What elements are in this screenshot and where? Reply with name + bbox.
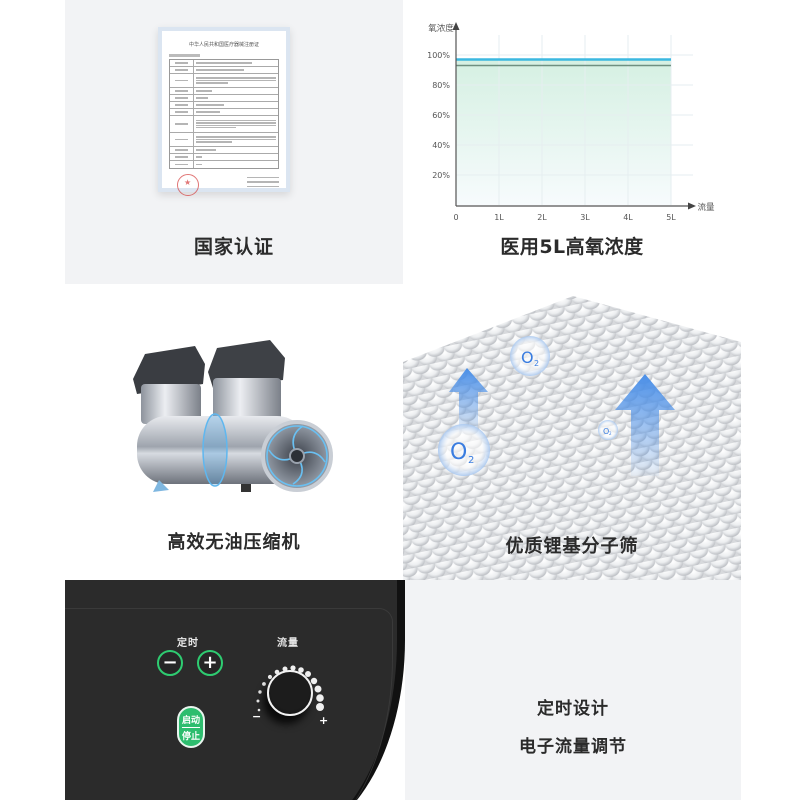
- knob-minus-symbol: −: [252, 710, 262, 723]
- timer-plus-button[interactable]: +: [197, 650, 223, 676]
- flow-scale-dots-icon: [256, 665, 324, 712]
- control-panel-image: 定时 − + 启动 停止 流量: [65, 580, 405, 800]
- svg-text:O: O: [521, 348, 534, 367]
- oxygen-concentration-chart: 氧浓度 100% 80% 60% 40% 20% 0 1L 2L 3L 4L 5…: [427, 22, 715, 222]
- oxygen-concentration-chart-panel: 氧浓度 100% 80% 60% 40% 20% 0 1L 2L 3L 4L 5…: [403, 0, 741, 284]
- device-body: 定时 − + 启动 停止 流量: [65, 580, 405, 800]
- chart-fill-area: [456, 59, 671, 205]
- svg-text:2: 2: [468, 455, 474, 466]
- x-axis-label: 流量: [697, 202, 715, 213]
- certificate-number: [169, 54, 246, 57]
- x-tick-1: 1L: [494, 213, 504, 222]
- compressor-panel: 高效无油压缩机: [65, 284, 403, 580]
- x-tick-5: 5L: [666, 213, 676, 222]
- svg-text:O: O: [603, 427, 609, 436]
- x-tick-0: 0: [453, 213, 458, 222]
- certificate-table: [169, 59, 279, 169]
- flow-label: 流量: [277, 638, 299, 649]
- molecular-sieve-panel: O 2 O 2 O 2 优质锂基分子筛: [403, 284, 741, 580]
- svg-text:2: 2: [609, 431, 612, 436]
- stop-label: 停止: [181, 731, 200, 742]
- certificate-panel: 中华人民共和国医疗器械注册证 国家认证: [65, 0, 403, 284]
- official-seal-icon: [177, 174, 199, 196]
- flow-knob[interactable]: [267, 670, 313, 716]
- o2-bubble-icon: O 2: [510, 336, 550, 376]
- timer-minus-button[interactable]: −: [157, 650, 183, 676]
- registration-certificate-image: 中华人民共和国医疗器械注册证: [158, 27, 290, 196]
- y-axis-label: 氧浓度: [428, 23, 454, 34]
- knob-plus-symbol: +: [319, 714, 329, 727]
- molecular-sieve-image: O 2 O 2 O 2: [403, 296, 741, 580]
- start-label: 启动: [181, 715, 200, 726]
- y-tick-20: 20%: [432, 171, 450, 180]
- svg-text:2: 2: [534, 359, 539, 368]
- sieve-caption: 优质锂基分子筛: [505, 536, 639, 557]
- svg-text:O: O: [450, 440, 467, 465]
- oil-free-compressor-image: [133, 340, 333, 492]
- y-tick-60: 60%: [432, 111, 450, 120]
- y-tick-100: 100%: [427, 51, 450, 60]
- y-tick-80: 80%: [432, 81, 450, 90]
- y-axis-arrow-icon: [452, 22, 460, 30]
- flow-adjust-caption: 电子流量调节: [519, 737, 627, 757]
- flow-knob-assembly: − +: [245, 648, 335, 738]
- timer-label: 定时: [177, 638, 199, 649]
- certificate-title: 中华人民共和国医疗器械注册证: [188, 42, 259, 48]
- chart-caption: 医用5L高氧浓度: [500, 236, 644, 258]
- timer-design-caption: 定时设计: [537, 699, 609, 719]
- x-tick-2: 2L: [537, 213, 547, 222]
- start-stop-button[interactable]: 启动 停止: [177, 706, 205, 748]
- certificate-caption: 国家认证: [193, 236, 274, 258]
- y-tick-40: 40%: [432, 141, 450, 150]
- compressor-caption: 高效无油压缩机: [167, 532, 301, 553]
- x-tick-4: 4L: [623, 213, 633, 222]
- oxygen-flow-arrow-small-icon: [449, 368, 488, 434]
- o2-bubble-icon: O 2: [598, 420, 618, 440]
- oxygen-flow-arrow-large-icon: [615, 374, 675, 476]
- control-caption-panel: 定时设计 电子流量调节: [405, 580, 741, 800]
- o2-bubble-icon: O 2: [438, 424, 490, 476]
- x-axis-arrow-icon: [688, 202, 696, 210]
- x-tick-3: 3L: [580, 213, 590, 222]
